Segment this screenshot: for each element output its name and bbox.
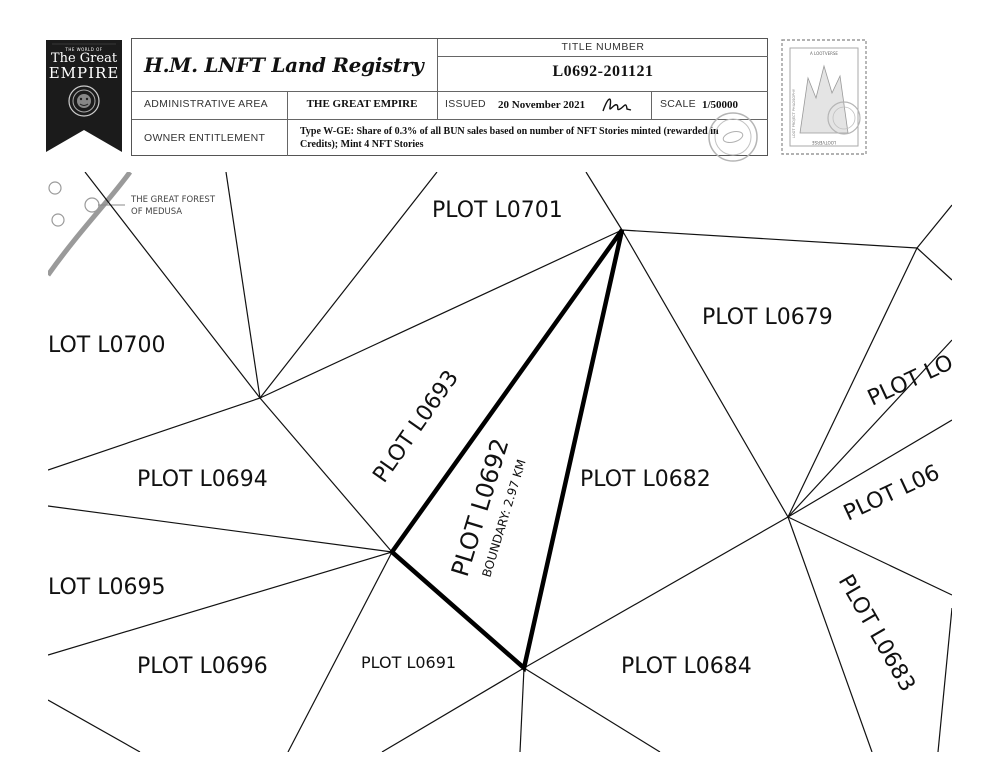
title-number: L0692-201121: [552, 63, 654, 80]
empire-banner: THE WORLD OF The Great EMPIRE: [46, 40, 122, 152]
scale-label: SCALE: [660, 98, 696, 110]
stamp-text-bottom: LOOTVERSE: [812, 140, 836, 145]
banner-line1: The Great: [50, 51, 118, 66]
signature-icon: [602, 98, 632, 112]
title-register-header: H.M. LNFT Land Registry TITLE NUMBER L06…: [131, 38, 768, 156]
admin-area-value: THE GREAT EMPIRE: [306, 98, 418, 110]
registry-title: H.M. LNFT Land Registry: [144, 53, 424, 77]
stamp-text-side: LOOT PROJECT PHILOSOPHY: [792, 88, 796, 138]
plot-label-l0694: PLOT L0694: [137, 467, 268, 492]
forest-label-line2: OF MEDUSA: [131, 207, 182, 217]
forest-edge: [48, 172, 133, 277]
forest-label-line1: THE GREAT FOREST: [130, 195, 216, 205]
stamp-text-top: A LOOTVERSE: [810, 51, 838, 56]
plot-label-l0700: LOT L0700: [48, 333, 165, 358]
plot-label-l0701: PLOT L0701: [432, 198, 563, 223]
plot-label-l0679: PLOT L0679: [702, 305, 833, 330]
plot-label-l0691: PLOT L0691: [361, 653, 456, 672]
lootverse-stamp-icon: A LOOTVERSE LOOT PROJECT PHILOSOPHY LOOT…: [781, 39, 867, 155]
scale-value: 1/50000: [702, 99, 739, 111]
banner-tagline: THE WORLD OF: [65, 47, 103, 52]
owner-entitlement-label: OWNER ENTITLEMENT: [144, 132, 266, 144]
issued-value: 20 November 2021: [498, 99, 586, 111]
plot-label-right-top: PLOT LO: [864, 350, 957, 411]
plot-label-right-mid: PLOT L06: [840, 460, 944, 526]
plot-boundaries: [48, 172, 952, 752]
lion-crest-icon: [68, 85, 100, 117]
plot-label-l0695: LOT L0695: [48, 575, 165, 600]
issued-label: ISSUED: [445, 98, 486, 110]
plot-label-l0684: PLOT L0684: [621, 654, 752, 679]
plot-label-l0696: PLOT L0696: [137, 654, 268, 679]
plot-l0692-boundary[interactable]: [388, 228, 625, 673]
title-number-label: TITLE NUMBER: [561, 41, 645, 53]
plot-label-l0682: PLOT L0682: [580, 467, 711, 492]
owner-entitlement-value: Type W-GE: Share of 0.3% of all BUN sale…: [300, 126, 719, 150]
banner-line2: EMPIRE: [48, 64, 120, 82]
admin-area-label: ADMINISTRATIVE AREA: [144, 98, 268, 110]
registry-seal-icon: [708, 112, 758, 162]
